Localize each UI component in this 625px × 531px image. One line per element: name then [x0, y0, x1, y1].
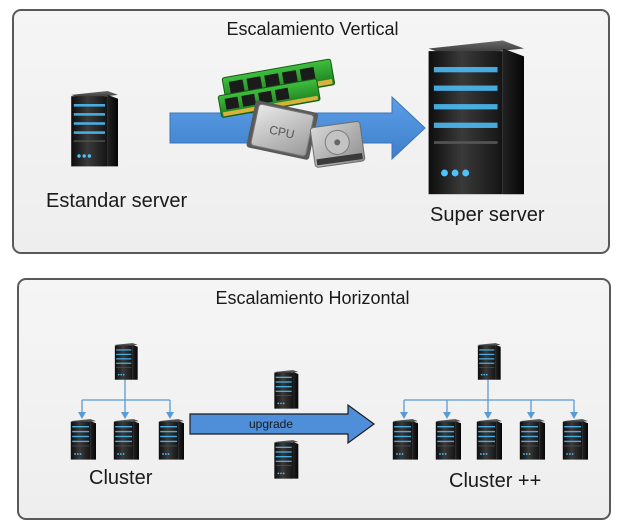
added-server-icon	[274, 370, 299, 409]
cpu-chip-icon: CPU	[246, 100, 319, 160]
cluster-arrowheads	[78, 412, 174, 419]
cluster-plus-node-server-icon	[519, 419, 545, 460]
cluster-plus-node-server-icon	[562, 419, 588, 460]
vertical-title: Escalamiento Vertical	[226, 19, 399, 39]
added-server-icon	[274, 440, 299, 479]
hard-drive-icon	[309, 120, 366, 168]
standard-server-icon	[71, 91, 118, 167]
upgrade-arrow-horizontal	[189, 403, 376, 445]
horizontal-title: Escalamiento Horizontal	[215, 288, 410, 308]
cluster-plus-label: Cluster ++	[449, 470, 542, 492]
standard-server-label: Estandar server	[46, 190, 188, 212]
super-server-icon	[428, 40, 524, 195]
cluster-connectors	[81, 378, 171, 414]
horizontal-scaling-panel	[17, 278, 611, 520]
super-server-label: Super server	[430, 204, 545, 226]
cluster-plus-node-server-icon	[476, 419, 502, 460]
cluster-plus-node-server-icon	[392, 419, 418, 460]
cluster-head-server-icon	[114, 343, 138, 380]
upgrade-label: upgrade	[249, 417, 293, 431]
cpu-chip-label: CPU	[268, 123, 296, 142]
cluster-plus-head-server-icon	[477, 343, 501, 380]
cluster-node-server-icon	[158, 419, 184, 460]
cluster-plus-node-server-icon	[435, 419, 461, 460]
cluster-node-server-icon	[113, 419, 139, 460]
cluster-label: Cluster	[89, 467, 153, 489]
cluster-plus-arrowheads	[400, 412, 578, 419]
cluster-node-server-icon	[70, 419, 96, 460]
cluster-plus-connectors	[403, 378, 575, 414]
